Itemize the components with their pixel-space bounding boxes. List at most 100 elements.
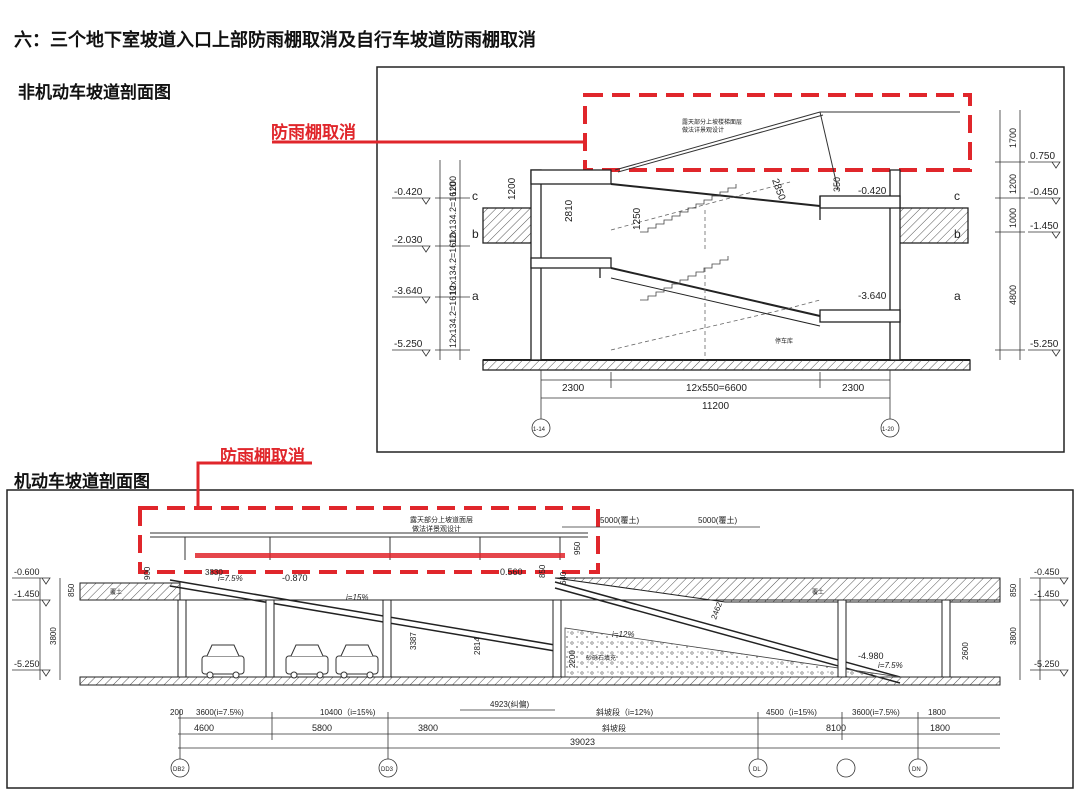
lower-dim-inner-7: 640 [559,571,568,585]
parked-car-icons [201,644,379,679]
upper-level-markers-left [392,197,431,357]
lower-dim-row1-5: 4500（i=15%) [766,708,817,717]
upper-dim-bottom-0: 2300 [562,383,585,394]
lower-dim-inner-6: 850 [538,564,547,578]
upper-left-dim-lines [435,110,1025,420]
lower-dim-lines [39,526,1041,760]
upper-level-right-1: -0.450 [1030,187,1059,198]
upper-level-left-1: -2.030 [394,235,423,246]
lower-level-inner-0: -0.870 [282,573,308,583]
upper-section-mark-5: a [954,289,961,303]
lower-level-inner-1: 0.560 [500,567,523,577]
upper-section-mark-2: a [472,289,479,303]
lower-dim-row2-4: 8100 [826,723,846,733]
upper-level-inner-1: -3.640 [858,291,887,302]
lower-axis-0: DB2 [173,767,185,773]
upper-section-mark-1: b [472,227,479,241]
upper-dim-right-3: 4800 [1008,285,1018,305]
car-icon [335,644,379,679]
page-title: 六：三个地下室坡道入口上部防雨棚取消及自行车坡道防雨棚取消 [14,30,536,51]
upper-dim-bottom-3: 11200 [702,401,730,412]
upper-drawing-frame [376,66,1065,453]
upper-dim-right-1: 1200 [1008,174,1018,194]
car-icon [285,644,329,679]
car-icon [201,644,245,679]
canopy-removed-box-lower [138,506,600,574]
upper-structure [482,169,971,371]
lower-dim-row1-0: 200 [170,708,184,717]
upper-stair-hidden-lines [610,181,821,360]
upper-dim-right-0: 1700 [1008,128,1018,148]
lower-axis-3: DN [912,767,921,773]
lower-ground-slabs [79,577,1001,686]
lower-level-inner-2: -4.980 [858,651,884,661]
upper-level-inner-0: -0.420 [858,186,887,197]
upper-dim-bottom-1: 12x550=6600 [686,383,747,394]
lower-note-0: 露天部分上坡道面层 [410,515,473,524]
upper-level-right-2: -1.450 [1030,221,1059,232]
section-title-bicycle-ramp: 非机动车坡道剖面图 [18,83,171,103]
lower-dim-inner-8: 3830 [205,568,223,577]
upper-dim-inner-0: 1200 [507,177,518,200]
upper-level-left-0: -0.420 [394,187,423,198]
lower-dim-row2-0: 4600 [194,723,214,733]
lower-dim-right-1: 3800 [1009,627,1018,645]
lower-level-right-0: -0.450 [1034,567,1060,577]
lower-dim-row1-3: 4923(纠偏) [490,699,529,709]
lower-dim-inner-5: 950 [573,541,582,555]
canopy-removed-box-upper [583,93,972,172]
upper-dim-left-2: 12x134.2=1610 [448,233,458,295]
upper-dim-inner-1: 2810 [564,199,575,222]
lower-dim-row1-2: 10400（i=15%) [320,708,376,717]
upper-dim-left-0: 1200 [448,176,458,196]
lower-dim-row2-1: 5800 [312,723,332,733]
lower-dim-right-0: 850 [1009,583,1018,597]
upper-level-markers-right [1028,161,1061,357]
upper-note-1: 做法详景观设计 [682,126,724,134]
lower-dim-row2-3: 斜坡段 [602,723,626,733]
upper-level-left-2: -3.640 [394,286,423,297]
lower-dim-row2-5: 1800 [930,723,950,733]
upper-section-mark-3: c [954,189,960,203]
upper-dim-left-1: 12x134.2=1610 [448,182,458,244]
lower-dim-left-0: 900 [143,566,152,580]
section-title-vehicle-ramp: 机动车坡道剖面图 [14,472,150,492]
upper-dim-inner-3: 2850 [769,177,787,202]
lower-level-left-2: -5.250 [14,659,40,669]
upper-note-2: 停车库 [775,337,793,345]
upper-axis-markers [531,418,900,438]
upper-axis-1: 1-20 [882,427,895,433]
upper-level-right-3: -5.250 [1030,339,1059,350]
upper-dim-bottom-2: 2300 [842,383,865,394]
lower-axis-markers [170,758,928,778]
upper-dim-inner-2: 1250 [632,207,643,230]
lower-dim-total: 39023 [570,737,595,747]
upper-stair-steps [640,184,737,301]
upper-section-mark-4: b [954,227,961,241]
lower-dim-top-0: 5000(覆土) [600,515,639,525]
lower-dim-inner-4: 2600 [961,642,970,660]
callout-leader-lower [196,461,312,508]
lower-fill-label-1: 覆土 [110,588,122,596]
lower-note-1: 做法详景观设计 [412,524,461,533]
upper-note-0: 露天部分上坡楼梯面层 [682,118,742,126]
upper-dim-inner-4: 350 [832,177,842,192]
lower-level-markers [12,577,1069,677]
lower-axis-1: DD3 [381,767,394,773]
lower-dim-row2-2: 3800 [418,723,438,733]
lower-dim-left-2: 3800 [49,627,58,645]
lower-columns [177,599,951,678]
gravel-fill [564,627,901,678]
upper-level-left-3: -5.250 [394,339,423,350]
lower-fill-label-2: 覆土 [812,588,824,596]
upper-axis-0: 1-14 [533,427,546,433]
upper-section-mark-0: c [472,189,478,203]
lower-drawing-frame [6,489,1074,789]
lower-axis-2: DL [753,767,761,773]
callout-canopy-removed-upper: 防雨棚取消 [271,123,356,143]
lower-dim-left-1: 850 [67,583,76,597]
lower-slope-2: i=12% [612,630,634,639]
lower-level-right-1: -1.450 [1034,589,1060,599]
lower-slope-1: i=15% [346,593,368,602]
lower-dim-inner-2: 2200 [568,650,577,668]
